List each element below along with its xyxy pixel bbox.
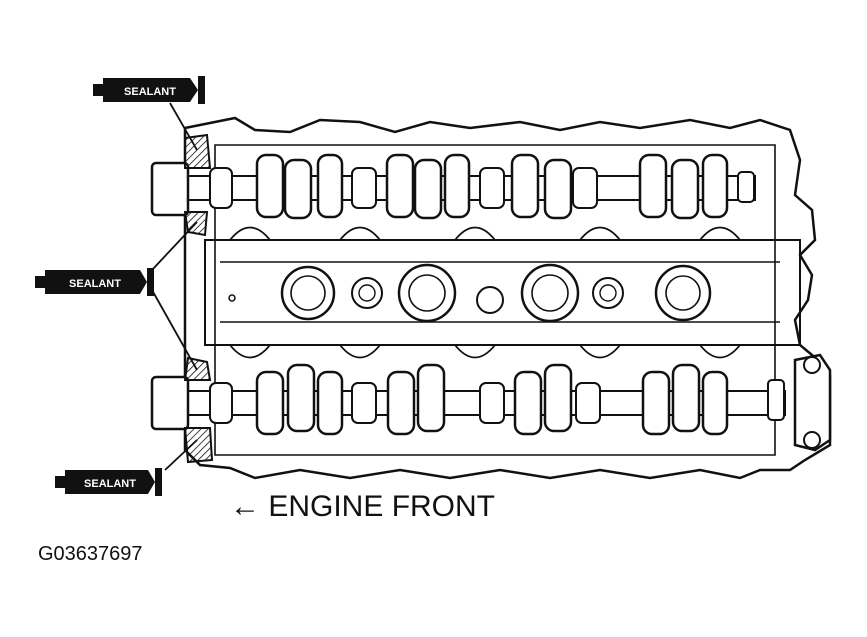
spark-plug-bore-4-inner [665,275,701,311]
lower-cam-lobe-5 [416,363,446,433]
lower-cam-journal-4 [575,382,601,424]
upper-cam-lobe-5 [413,158,443,220]
lower-cam-front-end [150,375,190,431]
tube-cap-icon [35,276,45,288]
upper-camshaft [150,153,756,220]
lower-cam-lobe-2 [286,363,316,433]
upper-cam-lobe-2 [283,158,313,220]
upper-cam-lobe-9 [638,153,668,219]
lower-cam-lobe-4 [386,370,416,436]
lower-cam-rear-journal [767,379,785,421]
sealant-area-lower-1 [183,356,212,381]
rear-housing-bolt-top [803,356,821,374]
sealant-label-middle: SEALANT [69,278,121,290]
oil-passage-3-inner [599,284,617,302]
spark-plug-bore-1 [280,265,336,321]
upper-cam-rear-journal [737,171,755,203]
lower-cam-lobe-7 [543,363,573,433]
lower-cam-journal-1 [209,382,233,424]
tube-crimp-icon [198,76,205,104]
sealant-tag-middle: SEALANT [35,268,154,296]
oil-passage-2 [476,286,504,314]
upper-valve-recesses [229,226,741,241]
spark-plug-bore-4 [654,264,712,322]
spark-plug-bore-2 [397,263,457,323]
sealant-label-top: SEALANT [124,86,176,98]
upper-cam-lobe-11 [701,153,729,219]
leader-line-top [169,102,198,151]
sealant-label-bottom: SEALANT [84,478,136,490]
oil-passage-1-inner [358,284,376,302]
sealant-tag-bottom: SEALANT [55,468,162,496]
upper-cam-lobe-10 [670,158,700,220]
lower-cam-journal-2 [351,382,377,424]
upper-cam-front-end [150,161,190,217]
lower-cam-lobe-9 [671,363,701,433]
tube-body-icon [103,78,198,102]
upper-cam-lobe-3 [316,153,344,219]
cylinder-head-inner-rim [214,144,776,456]
oil-passage-1 [351,277,383,309]
upper-cam-lobe-1 [255,153,285,219]
upper-cam-lobe-4 [385,153,415,219]
rear-housing-bolt-bottom [803,431,821,449]
tube-body-icon [45,270,147,294]
leader-line-middle-b [151,289,198,371]
spark-plug-bore-3-inner [531,274,569,312]
sealant-area-upper-1 [184,133,212,169]
upper-cam-lobe-6 [443,153,471,219]
small-hole-left [228,294,236,302]
lower-cam-rear-housing [793,353,832,452]
lower-cam-lobe-8 [641,370,671,436]
spark-plug-bore-2-inner [408,274,446,312]
upper-cam-lobe-7 [510,153,540,219]
upper-cam-journal-1 [209,167,233,209]
upper-cam-journal-2 [351,167,377,209]
oil-passage-3 [592,277,624,309]
lower-cam-lobe-1 [255,370,285,436]
engine-front-label: ← ENGINE FRONT [230,490,495,523]
lower-cam-lobe-10 [701,370,729,436]
upper-cam-journal-4 [572,167,598,209]
figure-code: G03637697 [38,543,143,565]
tube-crimp-icon [147,268,154,296]
lower-cam-lobe-3 [316,370,344,436]
tube-cap-icon [93,84,103,96]
lower-camshaft [150,353,832,452]
sealant-area-lower-2 [183,427,214,464]
lower-valve-recesses [229,344,741,359]
lower-cam-lobe-6 [513,370,543,436]
tube-cap-icon [55,476,65,488]
lower-cam-journal-3 [479,382,505,424]
leader-line-middle-a [151,221,198,271]
upper-cam-journal-3 [479,167,505,209]
tube-crimp-icon [155,468,162,496]
spark-plug-bore-3 [520,263,580,323]
sealant-tag-top: SEALANT [93,76,205,104]
spark-plug-bore-1-inner [290,275,326,311]
leader-line-bottom [164,439,198,471]
center-deck [204,239,801,346]
tube-body-icon [65,470,155,494]
upper-cam-lobe-8 [543,158,573,220]
